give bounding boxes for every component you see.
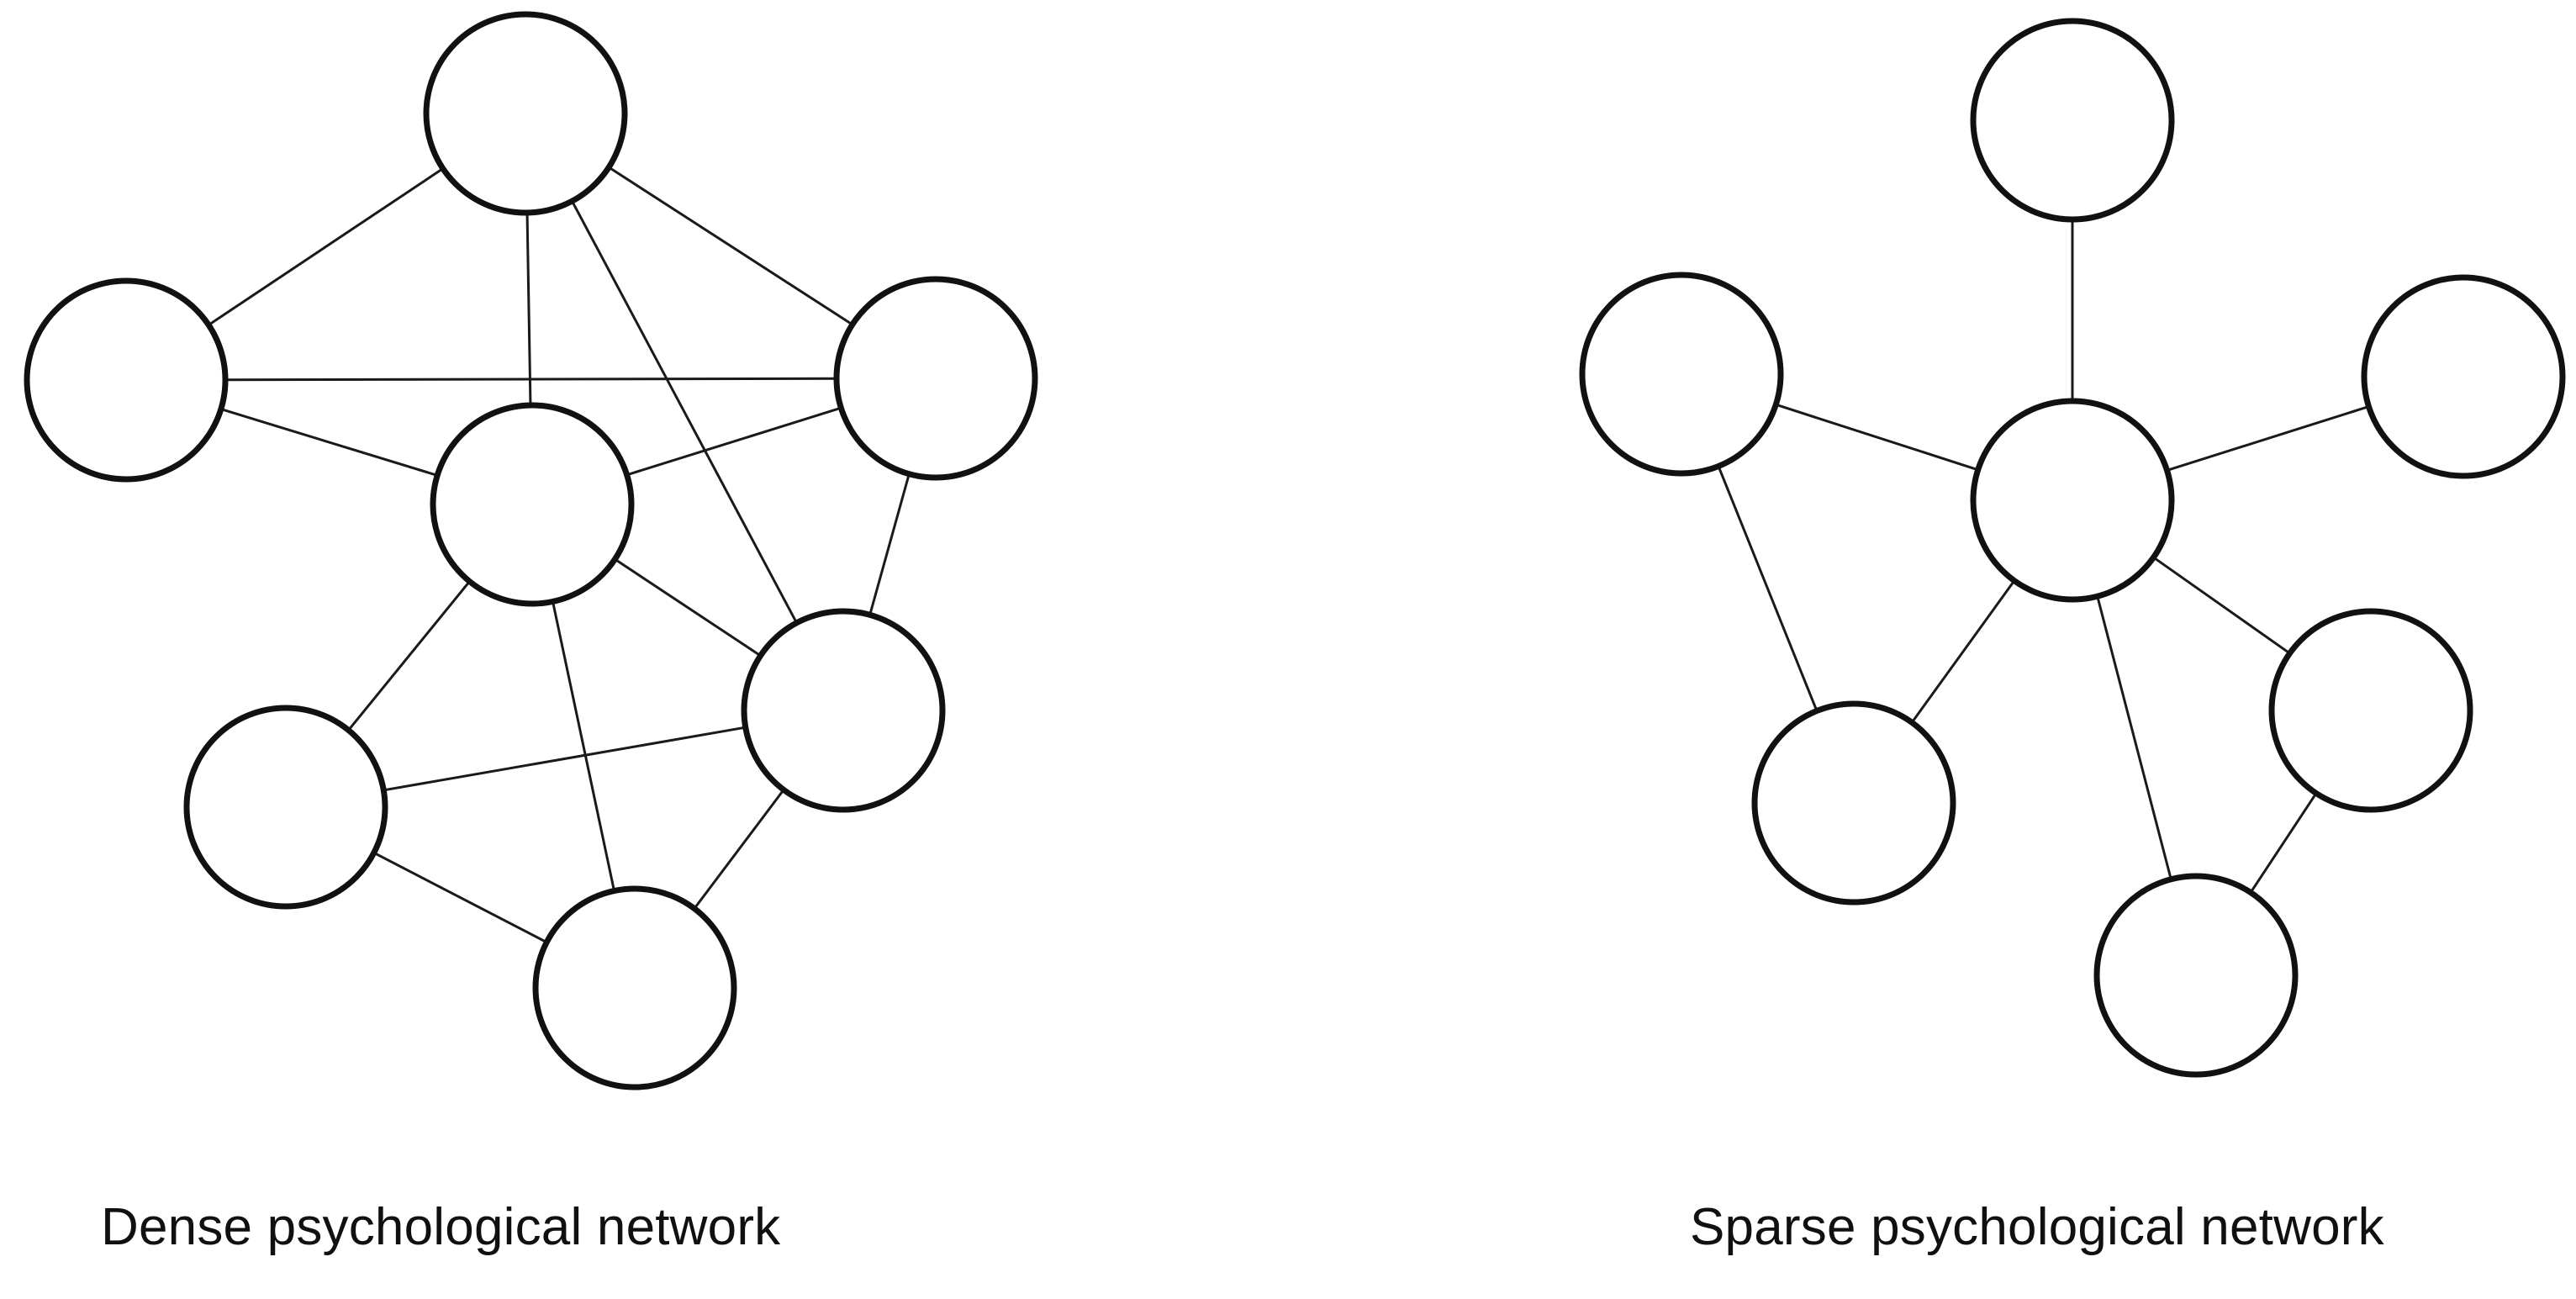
graph-node[interactable] — [423, 11, 628, 216]
graph-edge — [525, 209, 532, 409]
graph-edge — [371, 850, 550, 945]
graph-node[interactable] — [2361, 274, 2566, 479]
graph-node[interactable] — [1970, 18, 2175, 223]
sparse-network-caption: Sparse psychological network — [1690, 1198, 2384, 1256]
graph-edge — [2248, 790, 2319, 895]
graph-node[interactable] — [24, 277, 229, 483]
graph-edge — [692, 787, 786, 911]
graph-edge — [2164, 404, 2372, 473]
graph-edge — [551, 598, 616, 895]
dense-network-caption: Dense psychological network — [101, 1198, 781, 1256]
graph-edge — [222, 377, 840, 382]
graph-edge — [612, 557, 763, 658]
graph-node[interactable] — [430, 402, 635, 607]
graph-edge — [1909, 578, 2017, 726]
graph-edge — [2095, 593, 2173, 883]
graph-node[interactable] — [1970, 398, 2175, 603]
graph-node[interactable] — [2093, 873, 2299, 1078]
graph-edge — [570, 198, 799, 626]
graph-node[interactable] — [183, 705, 388, 910]
graph-edge — [2151, 555, 2293, 656]
graph-node[interactable] — [741, 608, 946, 813]
graph-edge — [1716, 463, 1819, 714]
graph-node[interactable] — [1579, 272, 1784, 477]
graph-edge — [624, 406, 844, 477]
graph-node[interactable] — [1751, 700, 1956, 906]
graph-node[interactable] — [532, 885, 737, 1090]
graph-edge — [380, 726, 749, 792]
edges-layer — [205, 165, 2372, 945]
graph-edge — [605, 165, 856, 327]
graph-node[interactable] — [2268, 608, 2473, 813]
nodes-layer — [24, 11, 2566, 1090]
graph-edge — [1772, 403, 1982, 472]
graph-edge — [205, 166, 446, 328]
graph-edge — [868, 471, 911, 618]
graph-edge — [218, 407, 441, 478]
graph-edge — [346, 578, 472, 733]
graph-node[interactable] — [833, 276, 1038, 481]
